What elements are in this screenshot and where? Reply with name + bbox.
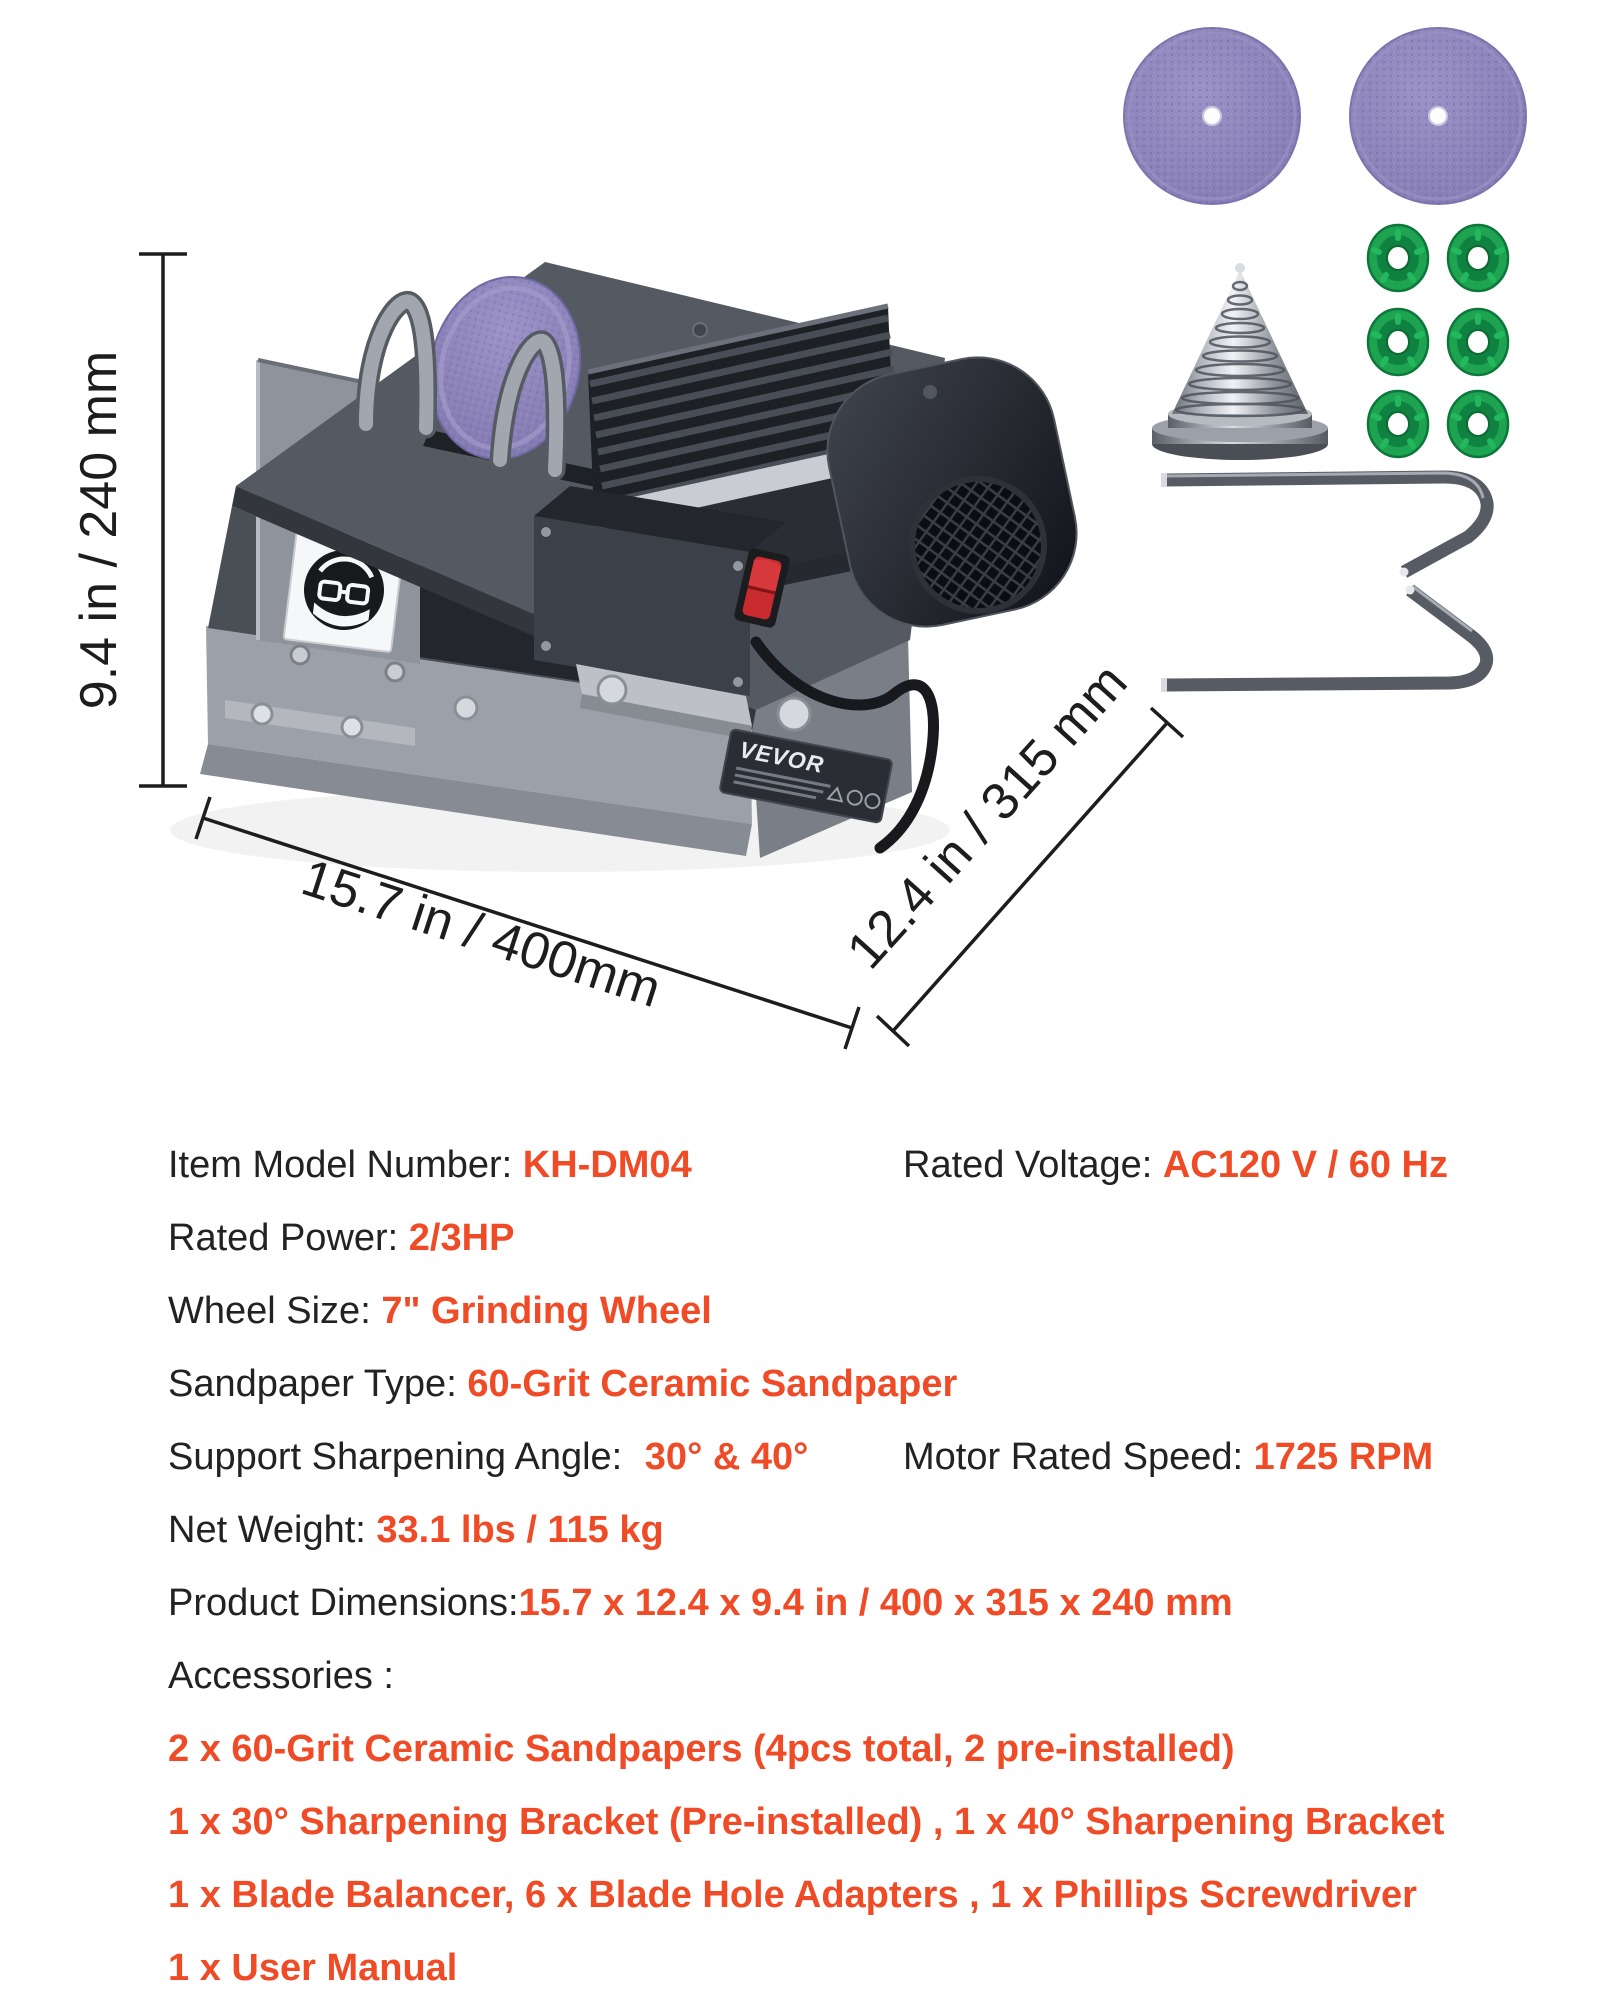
width-dimension [194, 796, 861, 1050]
spec-item-model: Item Model Number: KH-DM04 [168, 1139, 692, 1191]
base-bevel [200, 744, 752, 856]
spec-value: KH-DM04 [522, 1144, 692, 1186]
spec-wheel-size: Wheel Size: 7" Grinding Wheel [168, 1285, 712, 1337]
spec-value: AC120 V / 60 Hz [1162, 1144, 1448, 1186]
adapter-hole [1466, 245, 1490, 271]
sharpening-bracket-rod [1161, 470, 1494, 692]
deck-screw-1 [692, 322, 708, 338]
switch-box-front [534, 516, 750, 696]
floor-shadow [170, 788, 950, 872]
spec-value: 1725 RPM [1253, 1436, 1434, 1478]
warning-icon [826, 786, 844, 803]
spec-label: Rated Power: [168, 1217, 409, 1259]
vevor-rating-label: VEVOR [719, 728, 893, 824]
spec-value: 15.7 x 12.4 x 9.4 in / 400 x 315 x 240 m… [518, 1582, 1233, 1624]
spec-sandpaper-type: Sandpaper Type: 60-Grit Ceramic Sandpape… [168, 1358, 957, 1410]
spec-label: Item Model Number: [168, 1144, 523, 1186]
switch-box [534, 486, 791, 696]
accessory-line-brackets: 1 x 30° Sharpening Bracket (Pre-installe… [168, 1801, 1445, 1843]
accessory-line-balancer: 1 x Blade Balancer, 6 x Blade Hole Adapt… [168, 1874, 1417, 1916]
spec-value: 2/3HP [408, 1217, 515, 1259]
hex-bolt-2 [776, 696, 812, 732]
spec-rated-voltage: Rated Voltage: AC120 V / 60 Hz [903, 1139, 1448, 1191]
wheel-guards [355, 291, 567, 481]
power-cord [750, 636, 939, 854]
spec-value: 60-Grit Ceramic Sandpaper [467, 1363, 958, 1405]
grinder-machine: VEVOR [170, 262, 1078, 872]
base-front-face [206, 626, 752, 824]
base-bolt-mid [340, 715, 364, 739]
spec-label: Sandpaper Type: [168, 1363, 468, 1405]
adapter-hole [1466, 329, 1490, 355]
spec-motor-speed: Motor Rated Speed: 1725 RPM [903, 1431, 1433, 1483]
spec-label: Wheel Size: [168, 1290, 382, 1332]
hex-bolt-1 [596, 674, 628, 706]
accessories [1123, 27, 1527, 692]
spec-label: Motor Rated Speed: [903, 1436, 1254, 1478]
plate-foot-bolt-1 [289, 644, 311, 666]
cap-screw [923, 385, 937, 399]
blade-hole-adapters [1366, 223, 1510, 459]
spec-value: 30° & 40° [644, 1436, 809, 1478]
accessory-line-sandpapers: 2 x 60-Grit Ceramic Sandpapers (4pcs tot… [168, 1728, 1235, 1770]
mounting-plate [453, 664, 812, 740]
spec-rated-power: Rated Power: 2/3HP [168, 1212, 514, 1264]
dimension-annotations [139, 252, 1185, 1050]
adapter [1366, 307, 1430, 377]
spec-value: 33.1 lbs / 115 kg [376, 1509, 664, 1551]
adapter-hole [1386, 329, 1410, 355]
base-bolt-left [250, 702, 274, 726]
plate-foot-bolt-2 [384, 661, 406, 683]
grinding-wheel [428, 275, 582, 461]
spec-label: Net Weight: [168, 1509, 377, 1551]
spec-label: Accessories : [168, 1655, 394, 1697]
adapter [1446, 307, 1510, 377]
sanding-disc-1 [1123, 27, 1301, 205]
adapter [1446, 389, 1510, 459]
disc-center-hole [1202, 106, 1222, 126]
height-dimension-label: 9.4 in / 240 mm [70, 351, 128, 709]
width-dimension-label: 15.7 in / 400mm [295, 849, 668, 1019]
spec-net-weight: Net Weight: 33.1 lbs / 115 kg [168, 1504, 664, 1556]
disc-center-hole [1428, 106, 1448, 126]
spec-label: Rated Voltage: [903, 1144, 1163, 1186]
power-switch[interactable] [733, 547, 791, 629]
sanding-disc-2 [1349, 27, 1527, 205]
cert-icon-1 [846, 789, 863, 806]
height-dimension [139, 252, 187, 788]
adapter [1366, 389, 1430, 459]
cert-icon-2 [864, 793, 881, 810]
spec-value: 7" Grinding Wheel [381, 1290, 712, 1332]
blade-balancer-cone [1152, 263, 1328, 460]
adapter [1366, 223, 1430, 293]
spec-label: Product Dimensions: [168, 1582, 519, 1624]
hex-bolt-3 [453, 695, 479, 721]
switch-box-top [534, 486, 786, 552]
adapter-hole [1386, 411, 1410, 437]
spec-sharpening-angle: Support Sharpening Angle: 30° & 40° [168, 1431, 808, 1483]
accessory-line-manual: 1 x User Manual [168, 1947, 458, 1989]
adapter-hole [1466, 411, 1490, 437]
accessories-title: Accessories : [168, 1650, 394, 1702]
adapter-hole [1386, 245, 1410, 271]
product-illustration: VEVOR [70, 27, 1527, 1050]
spec-product-dimensions: Product Dimensions:15.7 x 12.4 x 9.4 in … [168, 1577, 1233, 1629]
adapter [1446, 223, 1510, 293]
spec-label: Support Sharpening Angle: [168, 1436, 633, 1478]
depth-dimension [875, 706, 1185, 1048]
